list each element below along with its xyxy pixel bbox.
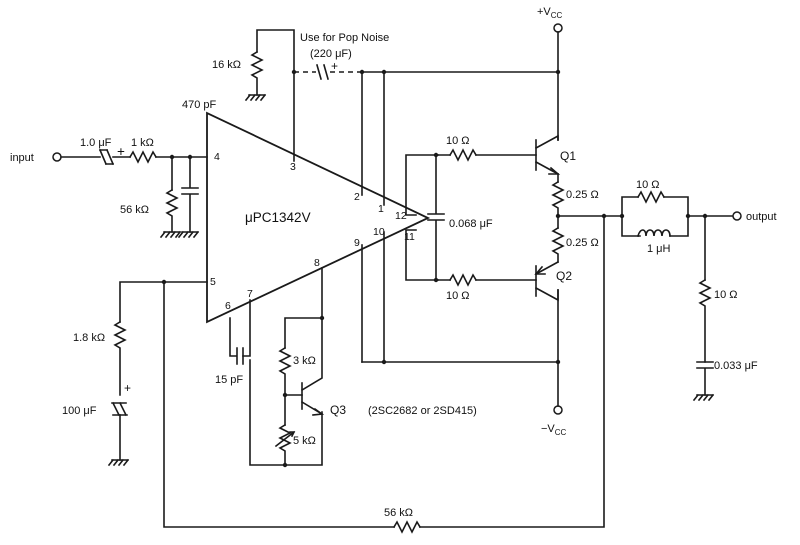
- cap-470pf-label: 470 pF: [182, 99, 217, 111]
- pin-6: 6: [225, 300, 231, 312]
- q3-transistor: [300, 317, 325, 416]
- pin-1: 1: [378, 203, 384, 215]
- q3-part-note: (2SC2682 or 2SD415): [368, 405, 477, 417]
- bias-pot: [278, 423, 292, 466]
- vcc-neg-label: −VCC: [541, 423, 567, 437]
- input-shunt-label: 56 kΩ: [120, 204, 149, 216]
- pin-5: 5: [210, 276, 216, 288]
- feedback-shunt-resistor: [113, 320, 127, 396]
- q2-base-resistor: [448, 273, 478, 287]
- input-cap-plus: +: [117, 144, 125, 159]
- input-resistor: [128, 150, 158, 164]
- q1-base-resistor-label: 10 Ω: [446, 135, 470, 147]
- input-terminal: [52, 152, 62, 162]
- vcc-pos-terminal: [553, 23, 563, 33]
- ground-icon: [159, 230, 182, 239]
- bias-top-label: 3 kΩ: [293, 355, 316, 367]
- ground-icon: [244, 93, 267, 102]
- zobel-resistor: [698, 278, 712, 363]
- ic-label: μPC1342V: [245, 210, 311, 225]
- svg-text:+: +: [331, 59, 338, 73]
- q1-base-resistor: [448, 148, 478, 162]
- base-cap-label: 0.068 μF: [449, 218, 493, 230]
- output-terminal: [732, 211, 742, 221]
- svg-text:+: +: [124, 381, 131, 395]
- pin-12: 12: [395, 210, 407, 222]
- input-shunt-resistor: [165, 188, 179, 233]
- q2-label: Q2: [556, 269, 572, 283]
- zobel-resistor-label: 10 Ω: [714, 289, 738, 301]
- pin-4: 4: [214, 151, 220, 163]
- q1-emitter-resistor: [551, 180, 565, 217]
- pin-2: 2: [354, 191, 360, 203]
- q1-transistor: [534, 134, 561, 176]
- ic-triangle: [206, 111, 431, 324]
- vcc-neg-terminal: [553, 405, 563, 415]
- output-parallel-resistor-label: 10 Ω: [636, 179, 660, 191]
- pin-11: 11: [404, 231, 415, 243]
- output-inductor: [637, 229, 671, 237]
- output-label: output: [746, 211, 777, 223]
- q2-emitter-resistor-label: 0.25 Ω: [566, 237, 599, 249]
- input-label: input: [10, 152, 34, 164]
- feedback-capacitor: [111, 401, 128, 417]
- compensation-cap-label: 15 pF: [215, 374, 243, 386]
- feedback-resistor: [392, 520, 422, 534]
- pop-capacitor: [316, 64, 329, 80]
- bias-top-resistor: [278, 346, 292, 396]
- bias-pot-label: 5 kΩ: [293, 435, 316, 447]
- feedback-shunt-label: 1.8 kΩ: [73, 332, 105, 344]
- pop-resistor: [250, 50, 264, 96]
- q1-emitter-resistor-label: 0.25 Ω: [566, 189, 599, 201]
- feedback-cap-label: 100 μF: [62, 405, 97, 417]
- pin-7: 7: [247, 288, 253, 300]
- ground-icon: [692, 393, 715, 402]
- q2-transistor: [534, 260, 560, 302]
- q3-label: Q3: [330, 403, 346, 417]
- q2-emitter-resistor: [551, 226, 565, 263]
- q2-base-resistor-label: 10 Ω: [446, 290, 470, 302]
- input-capacitor: [98, 148, 115, 166]
- output-inductor-label: 1 μH: [647, 243, 671, 255]
- q1-label: Q1: [560, 149, 576, 163]
- ground-icon: [107, 458, 130, 467]
- pin-9: 9: [354, 237, 360, 249]
- feedback-resistor-label: 56 kΩ: [384, 507, 413, 519]
- pin-10: 10: [373, 226, 385, 238]
- pop-note-line1: Use for Pop Noise: [300, 32, 389, 44]
- pin-8: 8: [314, 257, 320, 269]
- pop-note-line2: (220 μF): [310, 48, 352, 60]
- zobel-cap-label: 0.033 μF: [714, 360, 758, 372]
- pop-resistor-label: 16 kΩ: [212, 59, 241, 71]
- input-resistor-label: 1 kΩ: [131, 137, 154, 149]
- pin-3: 3: [290, 161, 296, 173]
- input-cap-label: 1.0 μF: [80, 137, 112, 149]
- compensation-capacitor: [236, 347, 244, 365]
- ground-icon: [177, 230, 200, 239]
- vcc-pos-label: +VCC: [537, 6, 563, 20]
- output-parallel-resistor: [636, 190, 666, 204]
